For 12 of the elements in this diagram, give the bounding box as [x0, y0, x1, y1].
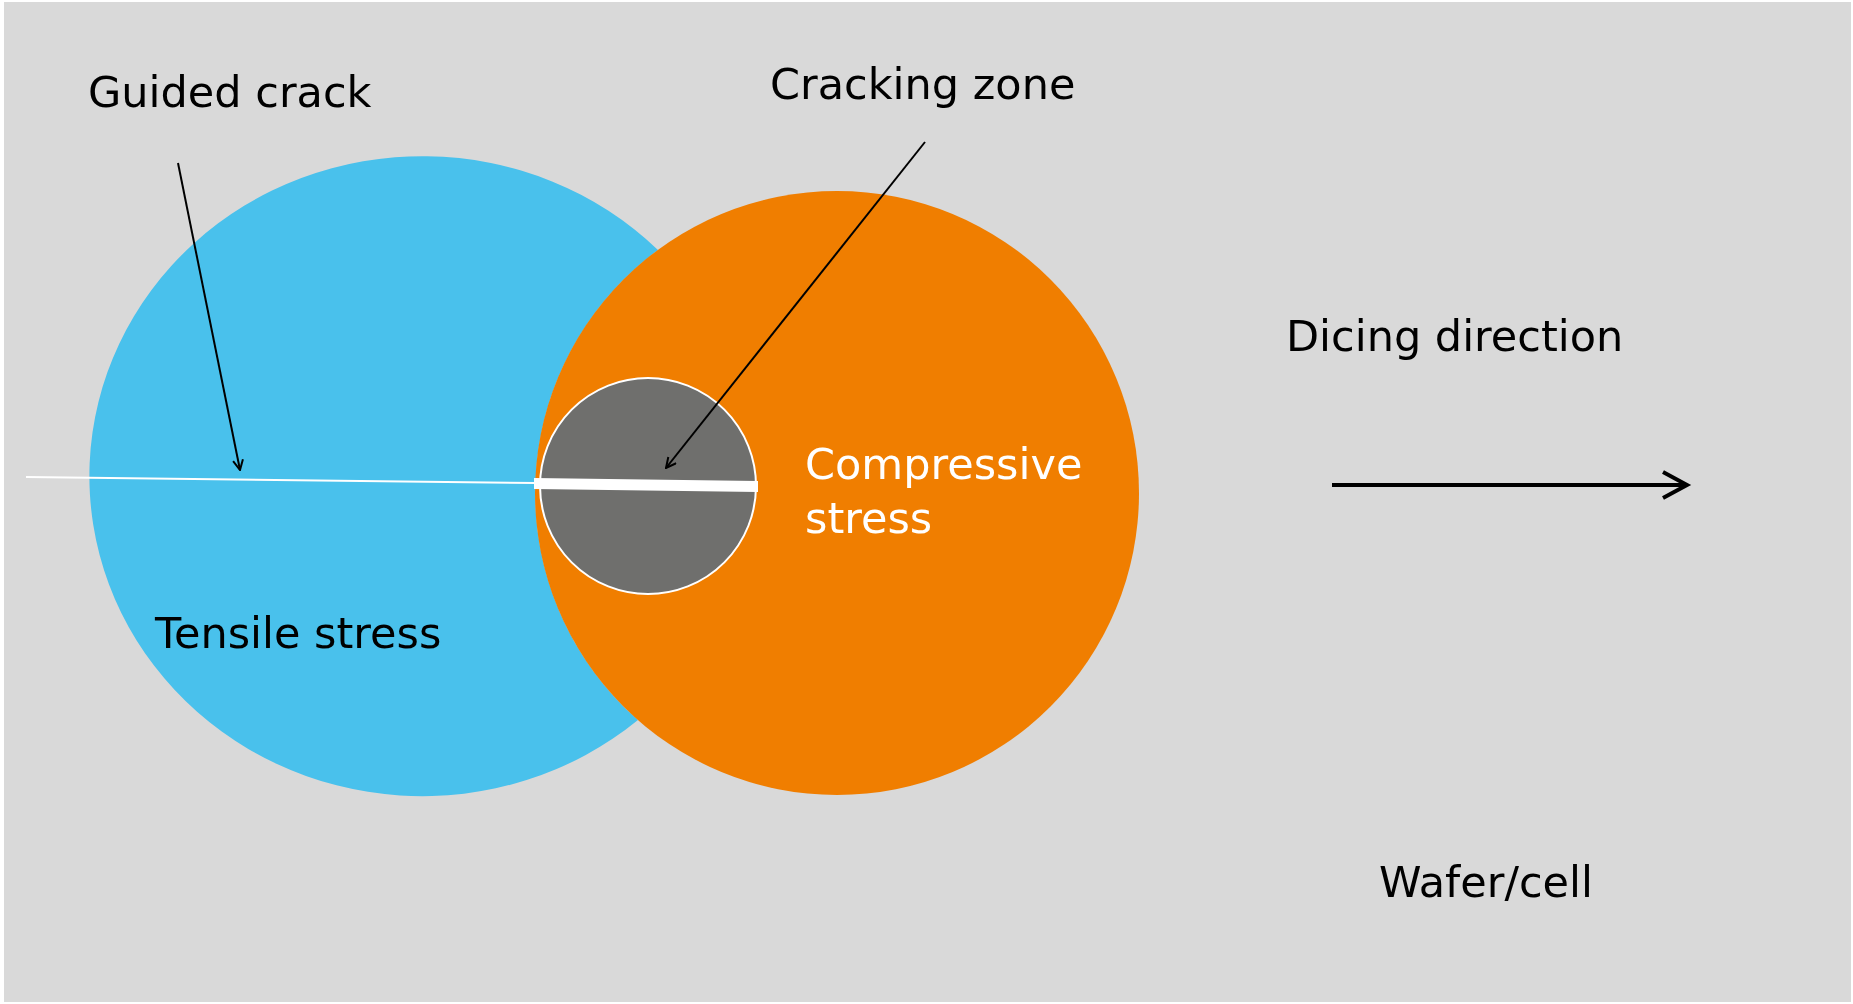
tensile-zone-crescent [89, 156, 658, 796]
wafer-background [4, 2, 1851, 1002]
wafer-label: Wafer/cell [1379, 856, 1593, 909]
cracking-zone-circle [539, 377, 757, 595]
zone-label: Tensile stress [155, 607, 442, 660]
callout-label: Guided crack [88, 66, 372, 120]
direction-label: Dicing direction [1286, 310, 1624, 363]
crack-line [25, 476, 758, 492]
callout-label: Cracking zone [770, 58, 1076, 112]
leader-line [177, 162, 244, 471]
zone-label: Compressive stress [805, 438, 1084, 545]
leader-line [665, 141, 926, 469]
